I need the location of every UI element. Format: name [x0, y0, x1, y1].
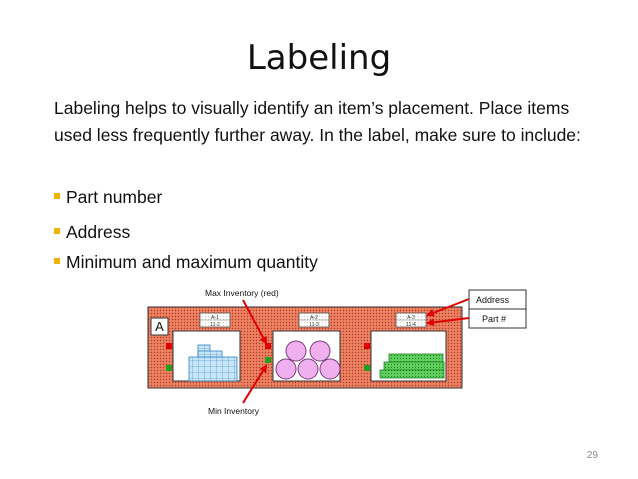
min-marker	[265, 357, 271, 363]
min-marker	[166, 365, 172, 371]
label-legend: Address Part #	[468, 289, 527, 329]
page-number: 29	[586, 450, 598, 461]
stacked-slabs-icon	[379, 353, 445, 379]
bullet-marker-icon	[54, 193, 60, 200]
max-marker	[364, 343, 370, 349]
bin-label-2: A-2 11-3	[298, 312, 330, 328]
intro-paragraph: Labeling helps to visually identify an i…	[54, 98, 581, 145]
max-marker	[166, 343, 172, 349]
bin-part-number: 11-3	[309, 322, 319, 328]
spheres-icon	[275, 340, 341, 380]
max-inventory-label: Max Inventory (red)	[205, 288, 279, 298]
bin-label-1: A-1 11-2	[199, 312, 231, 328]
rack-letter: A	[155, 319, 164, 334]
bullet-part-number: Part number	[54, 187, 162, 208]
slide-title: Labeling	[246, 38, 392, 78]
legend-part-number: Part #	[482, 314, 506, 324]
part-number-arrow	[426, 317, 470, 327]
bin-address: A-3	[407, 315, 415, 321]
bin-part-number: 11-4	[406, 322, 416, 328]
bin-address: A-2	[310, 315, 318, 321]
legend-address: Address	[476, 295, 510, 305]
min-inventory-arrow	[242, 364, 268, 404]
min-marker	[364, 365, 370, 371]
bullet-marker-icon	[54, 228, 60, 235]
bullet-min-max: Minimum and maximum quantity	[54, 252, 318, 273]
max-inventory-arrow	[242, 299, 267, 345]
max-marker	[265, 343, 271, 349]
bullet-text: Minimum and maximum quantity	[66, 252, 318, 272]
rack-letter-box	[150, 317, 169, 336]
stacked-boxes-icon	[188, 344, 238, 382]
bullet-marker-icon	[54, 258, 60, 265]
bin-address: A-1	[211, 315, 219, 321]
bin-label-3: A-3 11-4	[395, 312, 427, 328]
bullet-text: Part number	[66, 187, 163, 207]
min-inventory-label: Min Inventory	[208, 406, 260, 416]
bullet-text: Address	[66, 222, 131, 242]
bullet-address: Address	[54, 222, 130, 243]
address-arrow	[426, 298, 470, 317]
bin-part-number: 11-2	[210, 322, 220, 328]
